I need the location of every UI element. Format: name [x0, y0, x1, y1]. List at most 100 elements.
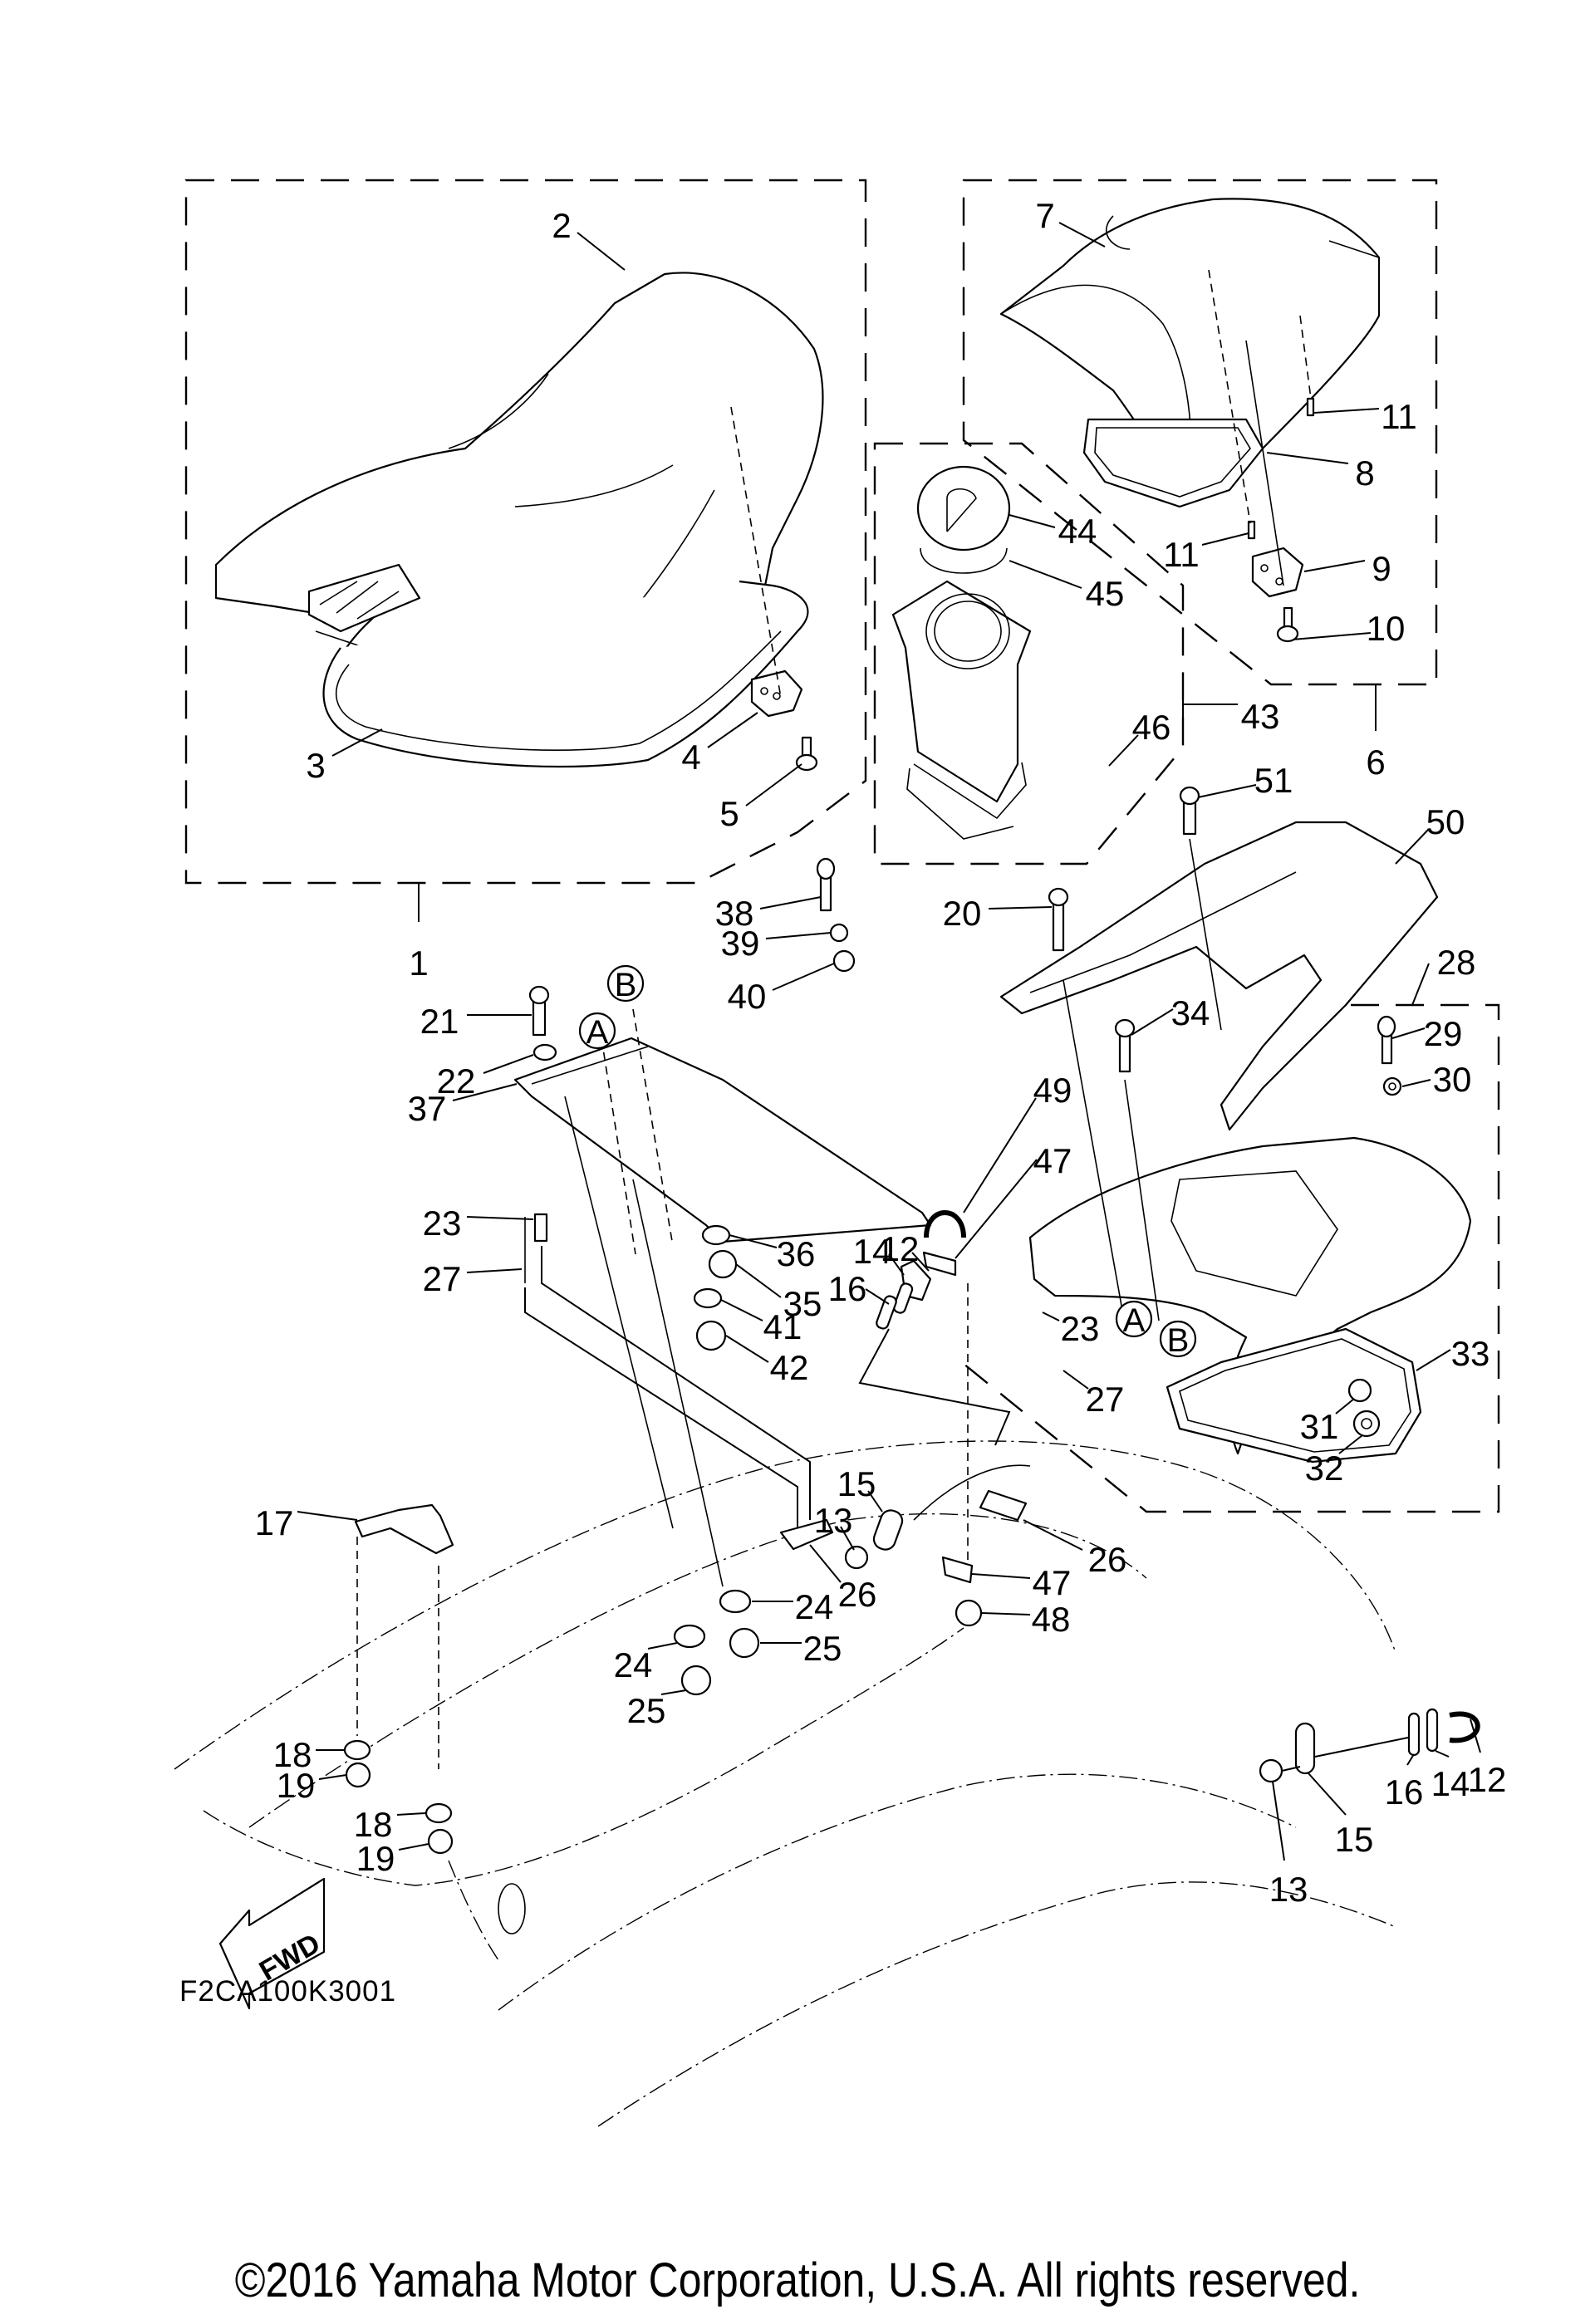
- callout-leader: [735, 1263, 782, 1298]
- copyright-notice: ©2016 Yamaha Motor Corporation, U.S.A. A…: [234, 2253, 1361, 2307]
- callout-label: 23: [423, 1204, 462, 1243]
- screw-11-upper-part: [1306, 397, 1315, 417]
- callout-c14b: 14: [1431, 1750, 1470, 1803]
- callout-c9: 9: [1303, 549, 1391, 588]
- group-box-rear-handle: [963, 1003, 1500, 1513]
- nut-19b-part: [427, 1828, 454, 1855]
- callout-label: 23: [1061, 1309, 1100, 1348]
- axis-rear-seat-1: [1208, 269, 1251, 524]
- assembly-path-rear-clip: [1281, 1737, 1409, 1772]
- callout-leader: [988, 906, 1053, 909]
- bolt-10-part: [1276, 606, 1299, 643]
- axis-rear-seat-3: [1245, 340, 1284, 586]
- bolt-51-part: [1179, 786, 1200, 836]
- nut-35-part: [708, 1249, 738, 1279]
- callout-leader: [765, 932, 832, 939]
- callout-label: 47: [1033, 1563, 1072, 1602]
- callout-c13a: 13: [814, 1501, 855, 1551]
- callout-c29: 29: [1391, 1014, 1462, 1053]
- callout-leader: [720, 1299, 763, 1321]
- callout-c5: 5: [719, 763, 802, 833]
- line-bolt-51: [1189, 838, 1222, 1031]
- figure-code: F2CA100K3001: [179, 1975, 397, 2008]
- callout-leader: [707, 712, 758, 748]
- callout-c39: 39: [721, 924, 832, 963]
- clip-12-14-16-lower-part: [1407, 1708, 1480, 1757]
- callout-label: 3: [306, 746, 325, 785]
- line-bolt-34: [1124, 1079, 1160, 1321]
- hull-outline: [174, 1440, 1396, 2127]
- callout-leader: [981, 1612, 1031, 1616]
- callout-label: 44: [1058, 512, 1097, 551]
- callout-c15b: 15: [1308, 1772, 1373, 1859]
- callout-c16a: 16: [828, 1269, 890, 1308]
- callout-leader: [888, 1253, 905, 1276]
- nut-25b-part: [680, 1665, 712, 1696]
- u-bolt-49-part: [924, 1210, 966, 1238]
- callout-leader: [759, 896, 822, 909]
- clip-12-14-16-upper-part: [876, 1259, 932, 1330]
- callout-leader: [466, 1216, 534, 1220]
- callout-c24b: 24: [614, 1642, 678, 1684]
- callout-c26b: 26: [1023, 1519, 1127, 1579]
- callout-c11a: 11: [1313, 397, 1417, 436]
- callout-c47a: 47: [955, 1141, 1072, 1259]
- callout-leader: [1435, 1750, 1450, 1758]
- svg-text:B: B: [1167, 1322, 1190, 1359]
- callout-leader: [971, 1573, 1031, 1579]
- callout-label: 2: [552, 206, 571, 245]
- assembly-path-16: [858, 1328, 1011, 1446]
- callout-leader: [1338, 1434, 1363, 1454]
- callout-c4: 4: [681, 712, 758, 777]
- callout-c38: 38: [715, 894, 822, 933]
- callout-leader: [297, 1511, 358, 1521]
- bracket-37-part: [513, 1037, 932, 1243]
- group-box-storage: [873, 442, 1185, 865]
- callout-leader: [577, 232, 626, 271]
- callout-label: 34: [1171, 993, 1210, 1032]
- callout-label: 40: [728, 977, 767, 1016]
- callout-label: 16: [828, 1269, 867, 1308]
- callout-label: 50: [1426, 802, 1465, 841]
- callout-label: 30: [1433, 1060, 1472, 1099]
- nut-42-part: [695, 1320, 727, 1351]
- nut-13b-part: [1259, 1758, 1283, 1783]
- callout-label: 24: [614, 1645, 653, 1684]
- grommet-18a-part: [343, 1739, 371, 1761]
- callout-label: 36: [777, 1234, 816, 1273]
- callout-label: 10: [1367, 609, 1406, 648]
- callout-label: 9: [1372, 549, 1391, 588]
- callout-label: 21: [420, 1002, 459, 1041]
- callout-leader: [745, 763, 802, 807]
- callout-label: 39: [721, 924, 760, 963]
- callout-leader: [1391, 1027, 1426, 1039]
- callout-label: 31: [1300, 1407, 1339, 1446]
- callout-leader: [725, 1335, 769, 1363]
- bolt-20-part: [1048, 887, 1069, 952]
- rear-seat-base-part: [1082, 418, 1264, 508]
- callout-c8: 8: [1266, 452, 1375, 493]
- callout-c42: 42: [725, 1335, 808, 1387]
- callout-label: 26: [1088, 1540, 1127, 1579]
- callout-leader: [1401, 1079, 1431, 1087]
- nut-48-part: [955, 1599, 983, 1627]
- callout-leader: [1063, 1370, 1089, 1390]
- callout-c51: 51: [1197, 761, 1293, 800]
- nut-19a-part: [345, 1762, 371, 1788]
- callout-leader: [865, 1288, 890, 1305]
- bolt-29-part: [1377, 1015, 1396, 1065]
- callout-c30: 30: [1401, 1060, 1472, 1099]
- callout-c37: 37: [408, 1083, 518, 1128]
- callout-label: 33: [1451, 1334, 1490, 1373]
- storage-cap-part: [916, 465, 1011, 552]
- plate-26a-part: [779, 1518, 834, 1551]
- callout-leader: [1470, 1718, 1481, 1753]
- callout-c28: 28: [1437, 943, 1476, 982]
- callout-label: 1: [409, 944, 428, 983]
- callout-c3: 3: [306, 728, 383, 785]
- callout-label: 4: [681, 738, 700, 777]
- rear-tray-frame-part: [1166, 1327, 1422, 1464]
- callout-label: 19: [356, 1839, 395, 1878]
- callout-leader: [331, 728, 383, 757]
